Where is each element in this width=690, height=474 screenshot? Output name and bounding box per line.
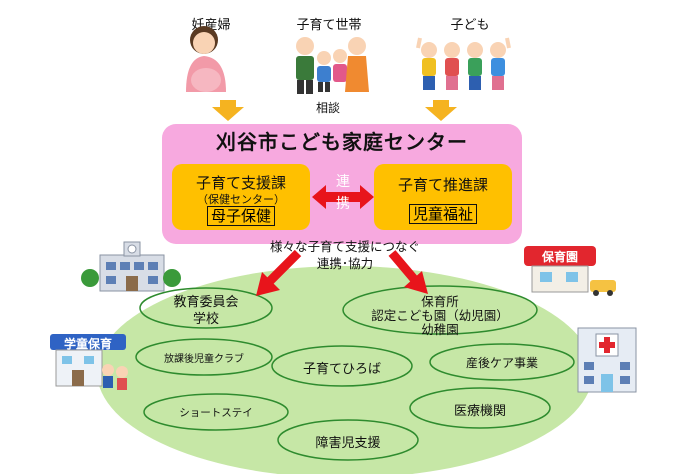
disabled-support-text: 障害児支援 xyxy=(315,436,381,451)
pregnant-woman-icon xyxy=(186,26,226,92)
nursery-text-2: 認定こども園（幼児園） xyxy=(371,308,509,323)
link-double-arrow-icon xyxy=(312,185,374,209)
medical-text: 医療機関 xyxy=(453,404,506,419)
oval-disabled-support xyxy=(277,419,419,461)
school-building-icon xyxy=(81,241,181,292)
red-arrow-left-icon xyxy=(256,249,302,296)
oval-short-stay xyxy=(143,393,289,431)
afterschool-sign: 学童保育 xyxy=(63,337,112,351)
family-icon xyxy=(296,37,369,94)
connect-text-line1: 様々な子育て支援につなぐ xyxy=(269,239,420,254)
link-label-1: 連 xyxy=(336,174,350,190)
children-label: 子ども xyxy=(450,18,490,33)
short-stay-text: ショートステイ xyxy=(179,407,253,419)
consultation-label: 相談 xyxy=(316,101,341,115)
school-text: 学校 xyxy=(192,312,219,327)
postpartum-care-text: 産後ケア事業 xyxy=(465,356,538,370)
oval-nursery xyxy=(342,285,538,335)
oval-education-board xyxy=(139,287,273,329)
households-label: 子育て世帯 xyxy=(296,18,362,33)
link-label-2: 携 xyxy=(336,196,350,212)
oval-child-plaza xyxy=(271,345,413,387)
connect-text-line2: 連携･協力 xyxy=(316,256,374,271)
support-network-area xyxy=(97,266,593,474)
down-arrow-left-icon xyxy=(212,100,244,121)
children-icon xyxy=(416,37,511,90)
red-arrow-right-icon xyxy=(388,250,428,294)
center-title: 刈谷市こども家庭センター xyxy=(216,130,468,154)
dept-childcare-promotion-name: 子育て推進課 xyxy=(397,176,488,194)
child-plaza-text: 子育てひろば xyxy=(302,362,381,377)
maternal-health-label: 母子保健 xyxy=(206,206,275,226)
nursery-text-3: 幼稚園 xyxy=(421,322,459,337)
oval-postpartum-care xyxy=(429,343,575,381)
child-welfare-wrap: 児童福祉 xyxy=(374,203,512,224)
afterschool-building-icon xyxy=(50,334,128,390)
child-welfare-label: 児童福祉 xyxy=(408,204,477,224)
afterschool-club-text: 放課後児童クラブ xyxy=(164,354,244,365)
hospital-building-icon xyxy=(577,327,637,393)
education-board-text: 教育委員会 xyxy=(173,295,239,310)
nursery-building-icon xyxy=(524,246,616,296)
down-arrow-right-icon xyxy=(425,100,457,121)
oval-medical xyxy=(409,387,551,429)
nursery-text-1: 保育所 xyxy=(421,294,459,309)
dept-childcare-support-sub: （保健センター） xyxy=(197,193,285,206)
nursery-sign: 保育園 xyxy=(541,250,578,264)
oval-afterschool-club xyxy=(135,338,273,376)
maternal-health-wrap: 母子保健 xyxy=(172,205,310,226)
dept-childcare-support-name: 子育て支援課 xyxy=(195,174,286,192)
